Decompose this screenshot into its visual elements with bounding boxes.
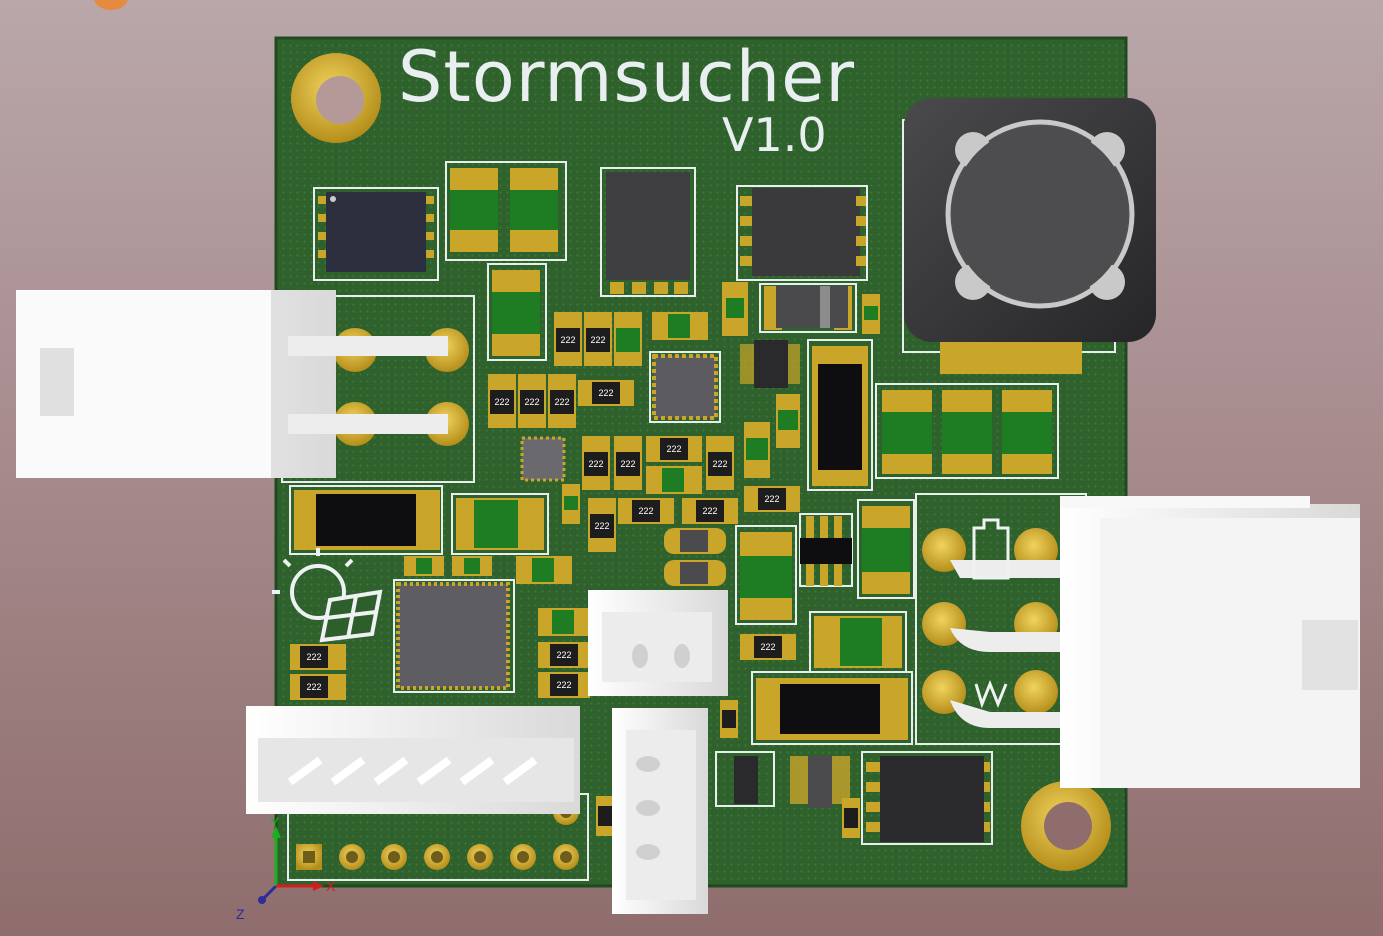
resistor-label: 222	[594, 521, 609, 531]
capacitor-c12	[735, 525, 797, 625]
resistor-label: 222	[760, 642, 775, 652]
ic-regulator	[600, 167, 696, 297]
light-sensor-icon	[272, 548, 383, 643]
axis-x-label: X	[326, 878, 336, 894]
resistor-label: 222	[620, 459, 635, 469]
ic-qfn-center	[649, 351, 721, 423]
resistor-label: 222	[712, 459, 727, 469]
board-version-label: V1.0	[722, 108, 827, 162]
status-indicator-icon	[94, 0, 128, 10]
capacitor-array-right	[875, 383, 1059, 479]
mounting-hole-bottom-right	[1021, 781, 1111, 871]
transistor-q1	[740, 340, 800, 388]
connector-3pin	[612, 708, 708, 914]
connector-left	[16, 290, 475, 483]
resistor-label: 222	[666, 444, 681, 454]
resistor-sense	[289, 485, 443, 555]
resistor-r-power	[751, 671, 913, 745]
resistor-shunt	[807, 339, 873, 491]
transistor-q2	[715, 751, 775, 807]
ic-small-qfn	[520, 436, 566, 482]
ic-driver	[736, 185, 868, 281]
capacitor-c5	[487, 263, 547, 361]
resistor-label: 222	[494, 397, 509, 407]
capacitor-c15	[809, 611, 907, 673]
board-brand-label: Stormsucher	[398, 36, 855, 118]
ic-sensor	[313, 187, 439, 281]
axis-z-label: Z	[236, 906, 245, 922]
small-capacitors	[404, 282, 880, 636]
resistor-label: 222	[556, 650, 571, 660]
ic-mcu	[393, 579, 515, 693]
ic-bottom-right	[861, 751, 993, 845]
connector-6pin	[246, 706, 580, 814]
resistor-label: 222	[560, 335, 575, 345]
capacitor-c9	[451, 493, 549, 555]
power-inductor	[902, 98, 1156, 374]
axis-y-label: Y	[270, 814, 280, 830]
resistor-label: 222	[588, 459, 603, 469]
resistor-label: 222	[554, 397, 569, 407]
resistor-label: 222	[306, 652, 321, 662]
resistor-label: 222	[638, 506, 653, 516]
capacitor-c14	[857, 499, 915, 599]
resistor-label: 222	[702, 506, 717, 516]
transistor-q3	[790, 756, 850, 808]
ic-sot-small	[799, 513, 853, 587]
pin-header	[287, 793, 589, 881]
diode-d1	[759, 283, 857, 333]
capacitor-array-top	[445, 161, 567, 261]
heater-icon	[974, 679, 1008, 709]
diode-pair	[664, 528, 726, 586]
axis-triad	[258, 826, 324, 904]
connector-right	[915, 493, 1360, 788]
resistor-label: 222	[598, 388, 613, 398]
connector-2pin	[588, 590, 728, 696]
resistor-label: 222	[764, 494, 779, 504]
resistor-bank-1: 222 222 222 222 222 222 222 222 222 222 …	[290, 312, 800, 700]
resistor-label: 222	[306, 682, 321, 692]
resistor-label: 222	[524, 397, 539, 407]
battery-icon	[972, 518, 1010, 580]
resistor-label: 222	[556, 680, 571, 690]
resistor-label: 222	[590, 335, 605, 345]
mounting-hole-top-left	[291, 53, 381, 143]
